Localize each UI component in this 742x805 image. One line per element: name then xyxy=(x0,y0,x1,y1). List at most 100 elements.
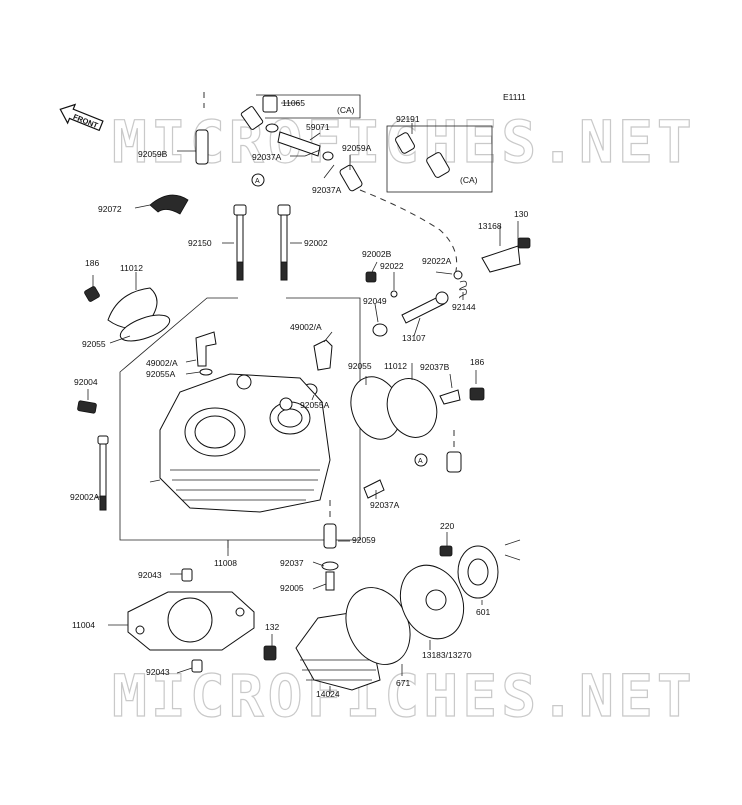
front-arrow-icon: FRONT xyxy=(59,103,104,132)
ref-a-1: A xyxy=(251,173,265,187)
part-label-92043_1[interactable]: 92043 xyxy=(138,570,162,580)
part-92049 xyxy=(372,323,388,337)
part-clip-1 xyxy=(265,123,279,133)
part-label-92002[interactable]: 92002 xyxy=(304,238,328,248)
part-92059 xyxy=(323,523,337,549)
part-label-92059b[interactable]: 92059B xyxy=(138,149,168,159)
part-label-14024[interactable]: 14024 xyxy=(316,689,340,699)
part-92150 xyxy=(233,204,247,281)
part-label-92022a[interactable]: 92022A xyxy=(422,256,452,266)
part-label-601[interactable]: 601 xyxy=(476,607,490,617)
part-label-13183[interactable]: 13183/13270 xyxy=(422,650,472,660)
part-label-92049[interactable]: 92049 xyxy=(363,296,387,306)
part-label-92059[interactable]: 92059 xyxy=(352,535,376,545)
part-label-130[interactable]: 130 xyxy=(514,209,528,219)
part-49002a-1 xyxy=(195,331,217,367)
part-label-59071[interactable]: 59071 xyxy=(306,122,330,132)
ca-label-2: (CA) xyxy=(460,175,478,185)
part-92002b xyxy=(365,271,377,283)
part-92004 xyxy=(77,400,97,414)
part-label-92191[interactable]: 92191 xyxy=(396,114,420,124)
part-label-92005[interactable]: 92005 xyxy=(280,583,304,593)
part-label-92055_2[interactable]: 92055 xyxy=(348,361,372,371)
ca-box-92191 xyxy=(386,125,493,193)
part-601-bearing xyxy=(457,545,499,599)
part-92059a xyxy=(339,164,363,192)
diagram-code: E1111 xyxy=(503,92,526,102)
part-11065 xyxy=(262,95,278,113)
part-92072 xyxy=(149,194,189,215)
part-label-186_2[interactable]: 186 xyxy=(470,357,484,367)
part-92002a xyxy=(97,435,109,511)
part-13168 xyxy=(481,245,521,273)
part-label-92004[interactable]: 92004 xyxy=(74,377,98,387)
part-label-11012_1[interactable]: 11012 xyxy=(120,263,143,273)
part-11008-cylinder-head xyxy=(159,373,331,513)
part-92002 xyxy=(277,204,291,281)
part-label-92055_1[interactable]: 92055 xyxy=(82,339,106,349)
part-label-11004[interactable]: 11004 xyxy=(72,620,95,630)
part-92144 xyxy=(459,280,467,299)
part-13107-head xyxy=(435,291,449,305)
part-label-49002a_1[interactable]: 49002/A xyxy=(290,322,322,332)
part-130 xyxy=(517,237,531,249)
part-label-671[interactable]: 671 xyxy=(396,678,410,688)
part-label-92144[interactable]: 92144 xyxy=(452,302,476,312)
part-label-92055a_1[interactable]: 92055A xyxy=(146,369,176,379)
part-92055a-1 xyxy=(199,368,213,376)
part-label-92037a_2[interactable]: 92037A xyxy=(312,185,342,195)
part-label-11012_2[interactable]: 11012 xyxy=(384,361,407,371)
part-11004-gasket xyxy=(127,591,255,651)
part-label-92072[interactable]: 92072 xyxy=(98,204,122,214)
part-label-220[interactable]: 220 xyxy=(440,521,454,531)
part-92022 xyxy=(390,290,398,298)
part-label-92059a[interactable]: 92059A xyxy=(342,143,372,153)
head-frame xyxy=(119,297,361,541)
part-132 xyxy=(263,645,277,661)
part-92037 xyxy=(321,561,339,571)
ca-label-1: (CA) xyxy=(337,105,355,115)
part-92043-2 xyxy=(191,659,203,673)
corner-mark-2 xyxy=(149,479,161,483)
part-186-1 xyxy=(84,286,100,302)
part-92037a-3 xyxy=(363,479,385,499)
part-label-13168[interactable]: 13168 xyxy=(478,221,502,231)
part-92022a xyxy=(453,270,463,280)
part-label-49002a_2[interactable]: 49002/A xyxy=(146,358,178,368)
part-92059b xyxy=(195,129,209,165)
part-label-92037a_3[interactable]: 92037A xyxy=(370,500,400,510)
ref-a-2: A xyxy=(414,453,428,467)
svg-text:A: A xyxy=(255,178,260,185)
part-92043-1 xyxy=(181,568,193,582)
ca-box-11065 xyxy=(256,94,361,119)
part-label-11008[interactable]: 11008 xyxy=(214,558,237,568)
corner-mark xyxy=(504,539,521,561)
part-label-92002a[interactable]: 92002A xyxy=(70,492,100,502)
part-label-92037b[interactable]: 92037B xyxy=(420,362,450,372)
part-92005 xyxy=(325,571,335,591)
part-220 xyxy=(439,545,453,557)
part-92037b xyxy=(439,389,461,405)
svg-text:A: A xyxy=(418,458,423,465)
part-label-92043_2[interactable]: 92043 xyxy=(146,667,170,677)
hose-right xyxy=(359,189,458,276)
part-label-92002b[interactable]: 92002B xyxy=(362,249,392,259)
part-186-2 xyxy=(469,387,485,401)
part-label-92150[interactable]: 92150 xyxy=(188,238,212,248)
part-label-92037[interactable]: 92037 xyxy=(280,558,304,568)
part-11012-2 xyxy=(386,378,438,438)
part-92059-right xyxy=(446,451,462,473)
part-label-13107[interactable]: 13107 xyxy=(402,333,426,343)
part-label-92022[interactable]: 92022 xyxy=(380,261,404,271)
part-92055-1 xyxy=(119,314,171,342)
part-label-132[interactable]: 132 xyxy=(265,622,279,632)
part-label-92055a_2[interactable]: 92055A xyxy=(300,400,330,410)
part-59071 xyxy=(277,131,321,157)
part-label-11065[interactable]: 11065 xyxy=(282,98,305,108)
part-clip-2 xyxy=(322,151,334,161)
part-label-186_1[interactable]: 186 xyxy=(85,258,99,268)
part-label-92037a_1[interactable]: 92037A xyxy=(252,152,282,162)
